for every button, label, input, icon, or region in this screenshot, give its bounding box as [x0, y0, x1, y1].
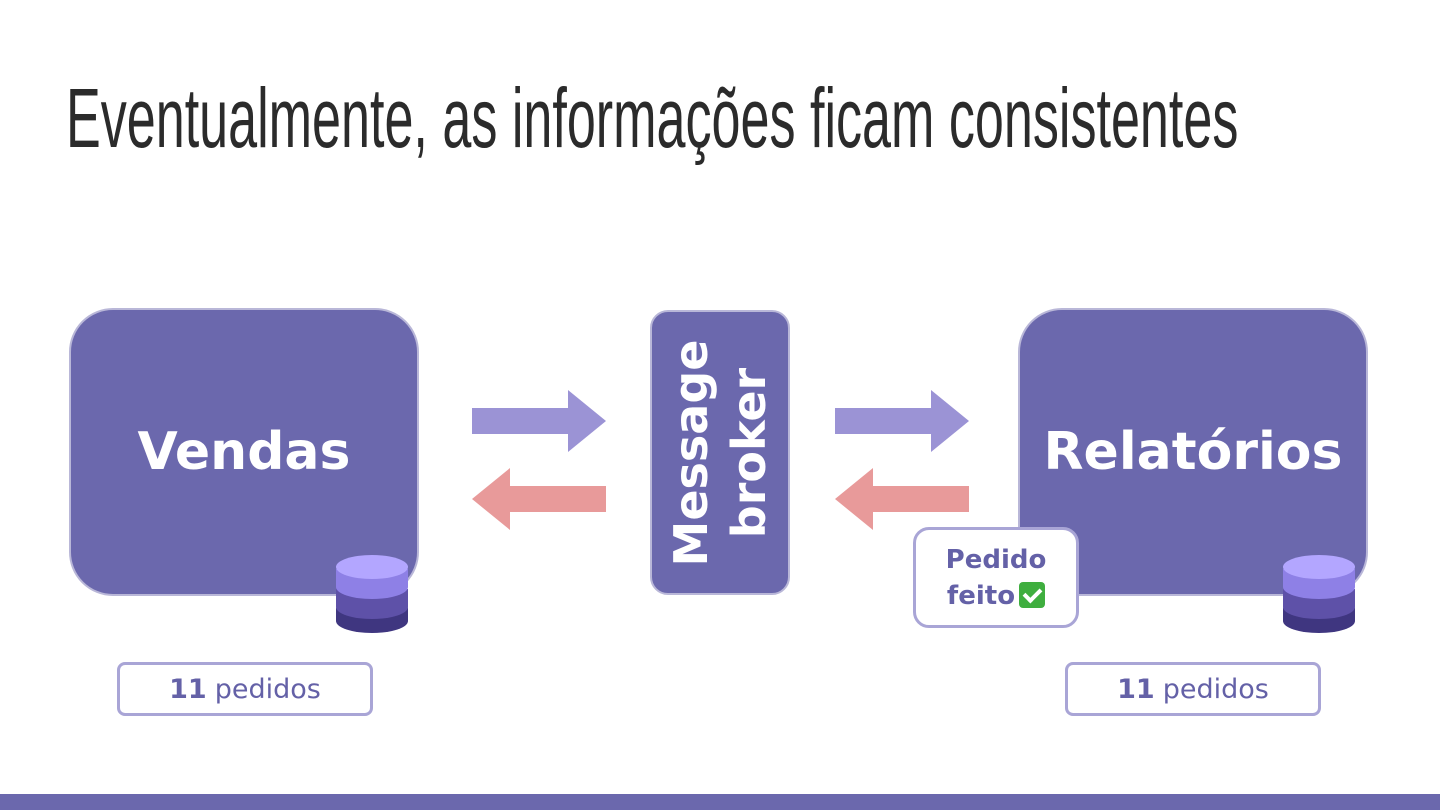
vendas-order-count: 11 pedidos — [117, 662, 373, 716]
arrow-right-icon — [835, 390, 969, 452]
relatorios-order-count: 11 pedidos — [1065, 662, 1321, 716]
vendas-label: Vendas — [137, 422, 351, 482]
relatorios-service-box: Relatórios — [1018, 308, 1368, 596]
message-broker-label: Message broker — [662, 339, 778, 566]
event-badge-line2: feito — [946, 581, 1016, 611]
footer-bar — [0, 794, 1440, 810]
event-badge-line1: Pedido — [945, 545, 1047, 575]
event-badge: Pedido feito — [913, 527, 1079, 628]
vendas-service-box: Vendas — [69, 308, 419, 596]
arrow-right-icon — [472, 390, 606, 452]
slide-title: Eventualmente, as informações ficam cons… — [66, 71, 1239, 165]
vendas-count-number: 11 — [169, 673, 207, 705]
event-badge-line2-wrap: feito — [916, 578, 1076, 614]
database-icon — [1283, 555, 1355, 633]
relatorios-count-number: 11 — [1117, 673, 1155, 705]
database-icon — [336, 555, 408, 633]
relatorios-count-text: pedidos — [1162, 673, 1269, 705]
message-broker-line1: Message — [664, 339, 718, 566]
check-mark-icon — [1019, 582, 1046, 608]
vendas-count-text: pedidos — [214, 673, 321, 705]
relatorios-label: Relatórios — [1043, 422, 1343, 482]
message-broker-line2: broker — [722, 367, 776, 538]
arrow-left-icon — [835, 468, 969, 530]
message-broker-box: Message broker — [650, 310, 790, 595]
arrow-left-icon — [472, 468, 606, 530]
